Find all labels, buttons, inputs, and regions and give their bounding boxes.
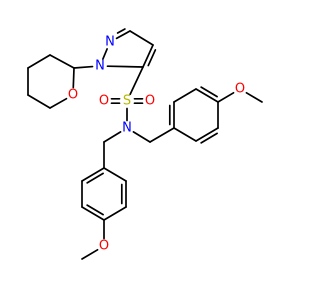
atom-bg-o_meo_right — [233, 82, 247, 96]
bond-c_pz4-c_pz5-b — [147, 49, 157, 67]
atom-label-o_thp: O — [68, 88, 78, 103]
atom-label-o_s_left: O — [99, 94, 109, 109]
bond-c_thp3-c_thp2 — [49, 54, 75, 69]
bond-b1-b2-a — [81, 167, 105, 182]
bond-c_thp2-o_thp — [72, 67, 75, 89]
bond-b4-b5 — [103, 206, 127, 221]
bond-n_amide-ch2_r — [132, 131, 151, 143]
bond-c_pz5-s_sulf — [129, 66, 144, 96]
atom-bg-s_sulf — [120, 94, 134, 108]
bond-n_pz1-n_pz2 — [102, 48, 108, 60]
atom-bg-o_s_left — [97, 94, 111, 108]
atom-bg-n_pz1 — [103, 35, 117, 49]
bond-c_thp6-c_thp5 — [27, 94, 51, 109]
atom-bg-o_thp — [66, 88, 80, 102]
atom-bg-o_meo_bottom — [97, 239, 111, 253]
bond-n_pz2-c_thp2 — [73, 65, 94, 69]
atom-label-n_pz1: N — [105, 35, 115, 50]
bond-ch2_r-r1 — [149, 127, 175, 143]
bond-c_pz5-n_pz2 — [106, 65, 144, 68]
bond-b6-b1 — [103, 167, 127, 182]
bond-n_amide-ch2_b — [103, 131, 122, 143]
bonds-layer — [27, 28, 263, 260]
bond-o_thp-c_thp6 — [49, 97, 68, 109]
atom-bg-n_amide — [120, 121, 134, 135]
bond-r1-r2 — [173, 127, 197, 142]
atom-label-s_sulf: S — [123, 94, 131, 109]
bond-r5-r6 — [173, 88, 197, 103]
atom-label-o_meo_bottom: O — [99, 239, 109, 254]
atom-label-o_meo_right: O — [235, 82, 245, 97]
bond-c_pz4-c_pz5-a — [142, 44, 154, 68]
atom-label-n_amide: N — [122, 121, 132, 136]
bond-r2-r3-b — [200, 132, 218, 144]
bond-o_meo_right-me_r — [245, 91, 263, 103]
bond-b3-b4-a — [81, 206, 105, 221]
bond-b3-b4-b — [86, 204, 104, 216]
atom-bg-o_s_right — [143, 94, 157, 108]
bond-b1-b2-b — [86, 172, 104, 184]
bond-c_thp4-c_thp3 — [27, 54, 51, 69]
bond-c_pz3-c_pz4 — [129, 30, 154, 46]
bond-r4-r5-a — [195, 88, 219, 103]
bond-o_meo_bottom-me_b — [81, 248, 99, 260]
atom-label-n_pz2: N — [95, 59, 105, 74]
bond-r2-r3-a — [195, 127, 219, 142]
atom-label-o_s_right: O — [145, 94, 155, 109]
atom-bg-n_pz2 — [93, 59, 107, 73]
bond-r4-r5-b — [200, 86, 218, 98]
bond-n_pz1-c_pz3-b — [116, 28, 126, 34]
bond-r4-o_meo_right — [217, 91, 235, 103]
bond-n_pz1-c_pz3-a — [115, 30, 131, 40]
